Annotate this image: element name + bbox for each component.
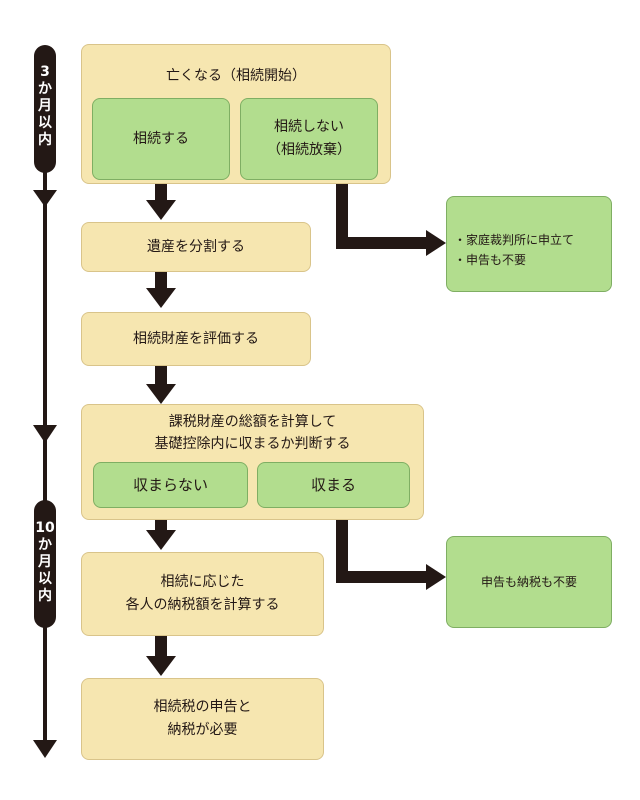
period1-char: 以 (38, 115, 52, 131)
renounce-option-label-line2: （相続放棄） (267, 142, 351, 158)
arrow-head-5 (146, 656, 176, 676)
elbow-arrow-renounce (336, 178, 428, 249)
period2-char: 以 (38, 571, 52, 587)
timeline-bar-period2 (34, 500, 56, 628)
within-option-box (257, 462, 410, 508)
filing-payment-label-line1: 相続税の申告と (153, 699, 252, 715)
period2-char: 10 (35, 520, 55, 536)
period1-char: か (38, 81, 52, 97)
arrow-head-2 (146, 288, 176, 308)
arrow-shaft-4 (155, 518, 167, 532)
renounce-option-box (240, 98, 378, 180)
timeline-label-period2: 10 か 月 以 内 (34, 520, 56, 605)
elbow-arrow-within (336, 514, 428, 583)
period1-char: 3 (40, 64, 50, 80)
period2-char: 内 (38, 588, 52, 604)
timeline-arrowhead-3 (33, 740, 57, 758)
timeline-label-period1: 3 か 月 以 内 (34, 64, 56, 149)
arrow-shaft-3 (155, 366, 167, 386)
evaluate-property-label: 相続財産を評価する (133, 331, 259, 347)
elbow-arrowhead-renounce (426, 230, 446, 256)
renounce-note-line1: ・家庭裁判所に申立て (454, 233, 575, 247)
filing-payment-box (81, 678, 324, 760)
total-judge-label-line2: 基礎控除内に収まるか判断する (154, 436, 351, 452)
renounce-option-label-line1: 相続しない (274, 119, 344, 135)
inherit-option-label: 相続する (133, 131, 189, 147)
period1-char: 内 (38, 132, 52, 148)
arrow-head-4 (146, 530, 176, 550)
calculate-tax-box (81, 552, 324, 636)
divide-estate-box (81, 222, 311, 272)
period2-char: 月 (38, 554, 52, 570)
timeline-bar-period1 (34, 45, 56, 173)
within-option-label: 収まる (310, 476, 356, 494)
not-within-option-box (93, 462, 248, 508)
calculate-tax-label-line1: 相続に応じた (160, 574, 245, 590)
not-within-option-label: 収まらない (132, 476, 208, 494)
inherit-option-box (92, 98, 230, 180)
total-judge-label-line1: 課税財産の総額を計算して (168, 414, 337, 430)
period1-char: 月 (38, 98, 52, 114)
calculate-tax-label-line2: 各人の納税額を計算する (125, 597, 280, 613)
arrow-head-3 (146, 384, 176, 404)
timeline-arrowhead-2 (33, 425, 57, 443)
filing-payment-label-line2: 納税が必要 (167, 722, 238, 738)
arrow-shaft-5 (155, 636, 167, 658)
within-note-box (446, 536, 612, 628)
inheritance-start-label: 亡くなる（相続開始） (166, 68, 306, 84)
arrow-shaft-2 (155, 270, 167, 290)
renounce-note-line2: ・申告も不要 (454, 253, 527, 267)
renounce-note-box (446, 196, 612, 292)
timeline-arrowhead-1 (33, 190, 57, 207)
arrow-shaft-1 (155, 182, 167, 202)
arrow-head-1 (146, 200, 176, 220)
period2-char: か (38, 537, 52, 553)
evaluate-property-box (81, 312, 311, 366)
elbow-arrowhead-within (426, 564, 446, 590)
divide-estate-label: 遺産を分割する (147, 239, 245, 255)
within-note-label: 申告も納税も不要 (480, 575, 577, 589)
